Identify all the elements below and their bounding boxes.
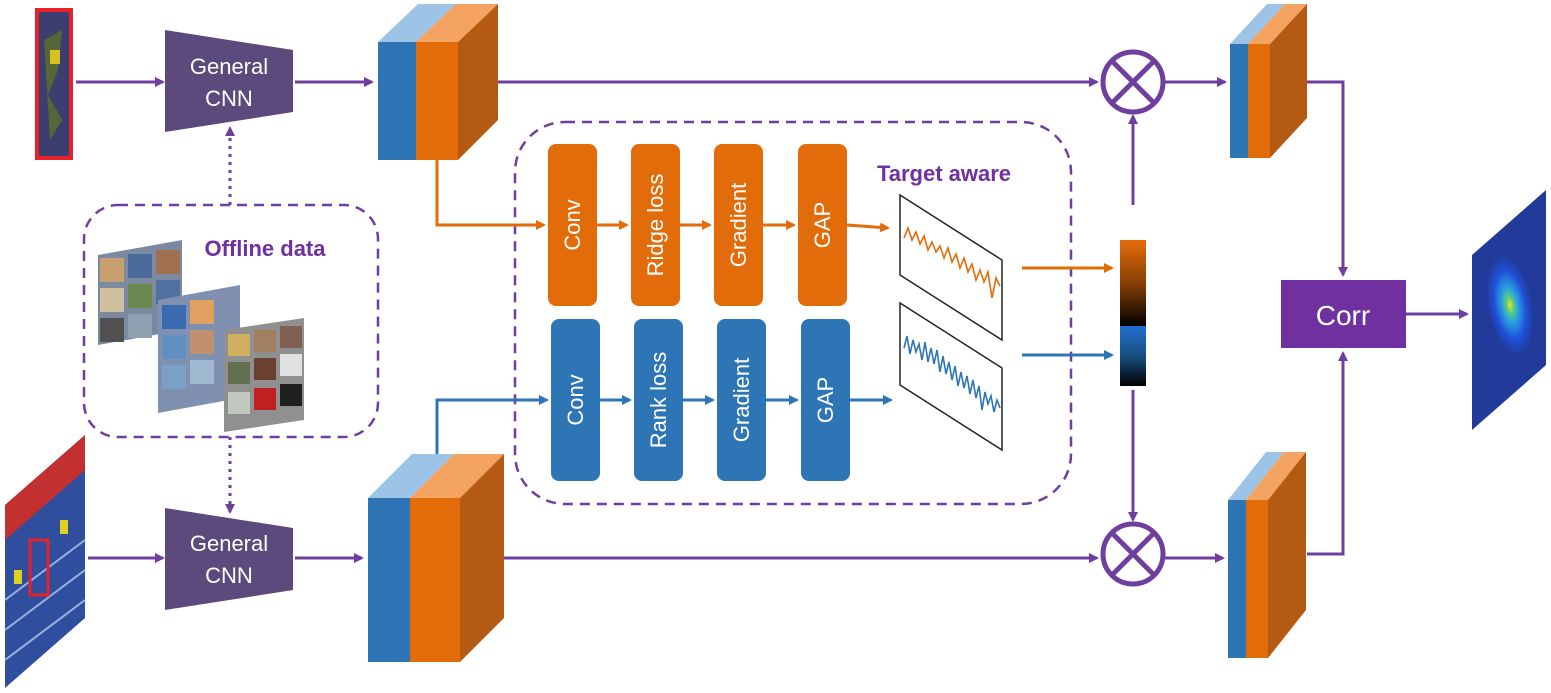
- orange-gap-label: GAP: [810, 202, 835, 248]
- cnn-top-line2: CNN: [205, 86, 253, 111]
- blue-conv-box: [551, 319, 600, 481]
- target-aware-box: [513, 120, 1073, 506]
- search-image: [4, 435, 86, 688]
- general-cnn-bottom: General CNN: [165, 508, 293, 610]
- orange-chain: Conv Ridge loss Gradient GAP: [548, 144, 847, 306]
- template-image: [35, 8, 73, 160]
- corr-label: Corr: [1316, 300, 1370, 331]
- blue-gap-label: GAP: [813, 377, 838, 423]
- orange-gradient-label: Gradient: [726, 183, 751, 267]
- blue-gradient-box: [717, 319, 766, 481]
- orange-gap-box: [798, 144, 847, 306]
- output-cube-top: [1230, 4, 1307, 158]
- target-aware-label: Target aware: [877, 161, 1011, 186]
- offline-data-label: Offline data: [204, 236, 326, 261]
- blue-weight-bar: [1120, 326, 1146, 386]
- blue-rank-loss-label: Rank loss: [646, 352, 671, 449]
- response-map: [1472, 190, 1546, 430]
- cnn-bottom-line1: General: [190, 531, 268, 556]
- feature-cube-template: [378, 4, 498, 160]
- blue-gradient-label: Gradient: [729, 358, 754, 442]
- offline-image-grid: [98, 240, 304, 432]
- connectors: [76, 77, 1469, 563]
- offline-data-box: [82, 203, 380, 439]
- orange-conv-label: Conv: [560, 199, 585, 250]
- orange-conv-box: [548, 144, 597, 306]
- blue-conv-label: Conv: [563, 374, 588, 425]
- orange-gradient-box: [714, 144, 763, 306]
- multiply-bottom: [1100, 521, 1166, 587]
- feature-cube-search: [368, 454, 504, 662]
- orange-weight-bar: [1120, 240, 1146, 326]
- cnn-bottom-line2: CNN: [205, 563, 253, 588]
- orange-ridge-loss-label: Ridge loss: [643, 174, 668, 277]
- orange-ridge-loss-box: [631, 144, 680, 306]
- blue-rank-loss-box: [634, 319, 683, 481]
- blue-chain: Conv Rank loss Gradient GAP: [551, 319, 850, 481]
- cnn-top-line1: General: [190, 54, 268, 79]
- blue-signal-plot: [899, 301, 1003, 452]
- orange-signal-plot: [899, 193, 1003, 342]
- general-cnn-top: General CNN: [165, 30, 293, 132]
- corr-box: [1281, 280, 1406, 348]
- blue-gap-box: [801, 319, 850, 481]
- output-cube-bottom: [1228, 452, 1306, 658]
- multiply-top: [1100, 49, 1166, 115]
